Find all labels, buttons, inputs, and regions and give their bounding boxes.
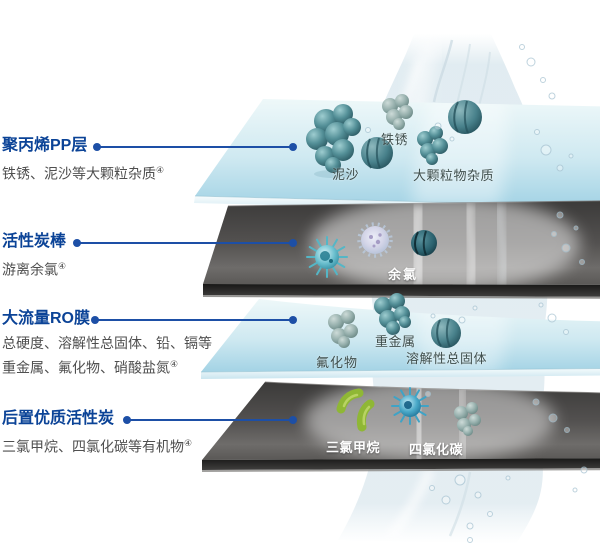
- particle-particulate-cluster: [417, 126, 448, 165]
- particle-organic-cluster: [454, 402, 481, 436]
- contaminant-label-residual-chlorine: 余氯: [388, 267, 419, 282]
- footnote-mark: ④: [156, 165, 165, 175]
- layer-desc-post-carbon: 三氯甲烷、四氯化碳等有机物④: [2, 438, 193, 455]
- contaminant-label-large-particles: 大颗粒物杂质: [413, 168, 495, 183]
- footnote-mark: ④: [58, 261, 67, 271]
- particle-heavy-metal-cluster: [374, 293, 411, 335]
- particle-large-cluster: [306, 104, 361, 178]
- layer-desc-carbon-rod: 游离余氯④: [2, 261, 67, 278]
- layer-heading-activated-carbon-rod: 活性炭棒: [2, 233, 67, 250]
- layer-heading-post-activated-carbon: 后置优质活性炭: [2, 410, 115, 427]
- layer-heading-pp: 聚丙烯PP层: [2, 137, 88, 154]
- particle-rust-cluster: [382, 94, 413, 130]
- layer-desc-ro-membrane: 总硬度、溶解性总固体、铅、镉等 重金属、氟化物、硝酸盐氮④: [2, 335, 212, 376]
- contaminant-label-carbon-tetrachloride: 四氯化碳: [409, 442, 464, 457]
- annotation-carbon-rod: 活性炭棒 游离余氯④: [2, 231, 242, 281]
- particle-germ-spiky: [306, 236, 348, 278]
- particle-chlorine-sphere: [411, 230, 437, 256]
- contaminant-label-dissolved-solids: 溶解性总固体: [406, 351, 488, 366]
- particle-germ-spiky-2: [391, 387, 429, 425]
- particle-tds-sphere: [431, 318, 461, 348]
- particle-sediment-sphere: [361, 137, 393, 169]
- footnote-mark: ④: [170, 359, 179, 369]
- leader-line-carbon-rod: [73, 239, 297, 247]
- leader-line-post-carbon: [123, 416, 297, 424]
- contaminant-label-chloroform: 三氯甲烷: [326, 440, 381, 455]
- footnote-mark: ④: [184, 438, 193, 448]
- layer-heading-ro-membrane: 大流量RO膜: [2, 310, 91, 327]
- contaminant-label-fluoride: 氟化物: [316, 355, 359, 370]
- particle-organic-rods: [336, 388, 375, 432]
- water-bubbles: [365, 44, 588, 543]
- plate-ro-membrane: [200, 299, 600, 379]
- particle-germ-fuzzy: [357, 222, 393, 258]
- leader-line-pp: [93, 143, 297, 151]
- plate-carbon-rod: [203, 200, 600, 299]
- leader-lines: [73, 143, 297, 424]
- annotation-ro-membrane: 大流量RO膜 总硬度、溶解性总固体、铅、镉等 重金属、氟化物、硝酸盐氮④: [2, 308, 242, 379]
- contaminant-label-heavy-metals: 重金属: [375, 334, 416, 349]
- annotation-pp-layer: 聚丙烯PP层 铁锈、泥沙等大颗粒杂质④: [2, 135, 242, 185]
- particle-rust-sphere: [448, 100, 482, 134]
- annotation-post-carbon: 后置优质活性炭 三氯甲烷、四氯化碳等有机物④: [2, 408, 242, 458]
- particle-fluoride-cluster: [328, 310, 358, 348]
- contaminant-label-rust: 铁锈: [381, 132, 409, 147]
- contaminant-label-sediment: 泥沙: [332, 167, 360, 182]
- layer-desc-pp: 铁锈、泥沙等大颗粒杂质④: [2, 165, 165, 182]
- leader-line-ro-membrane: [91, 316, 297, 324]
